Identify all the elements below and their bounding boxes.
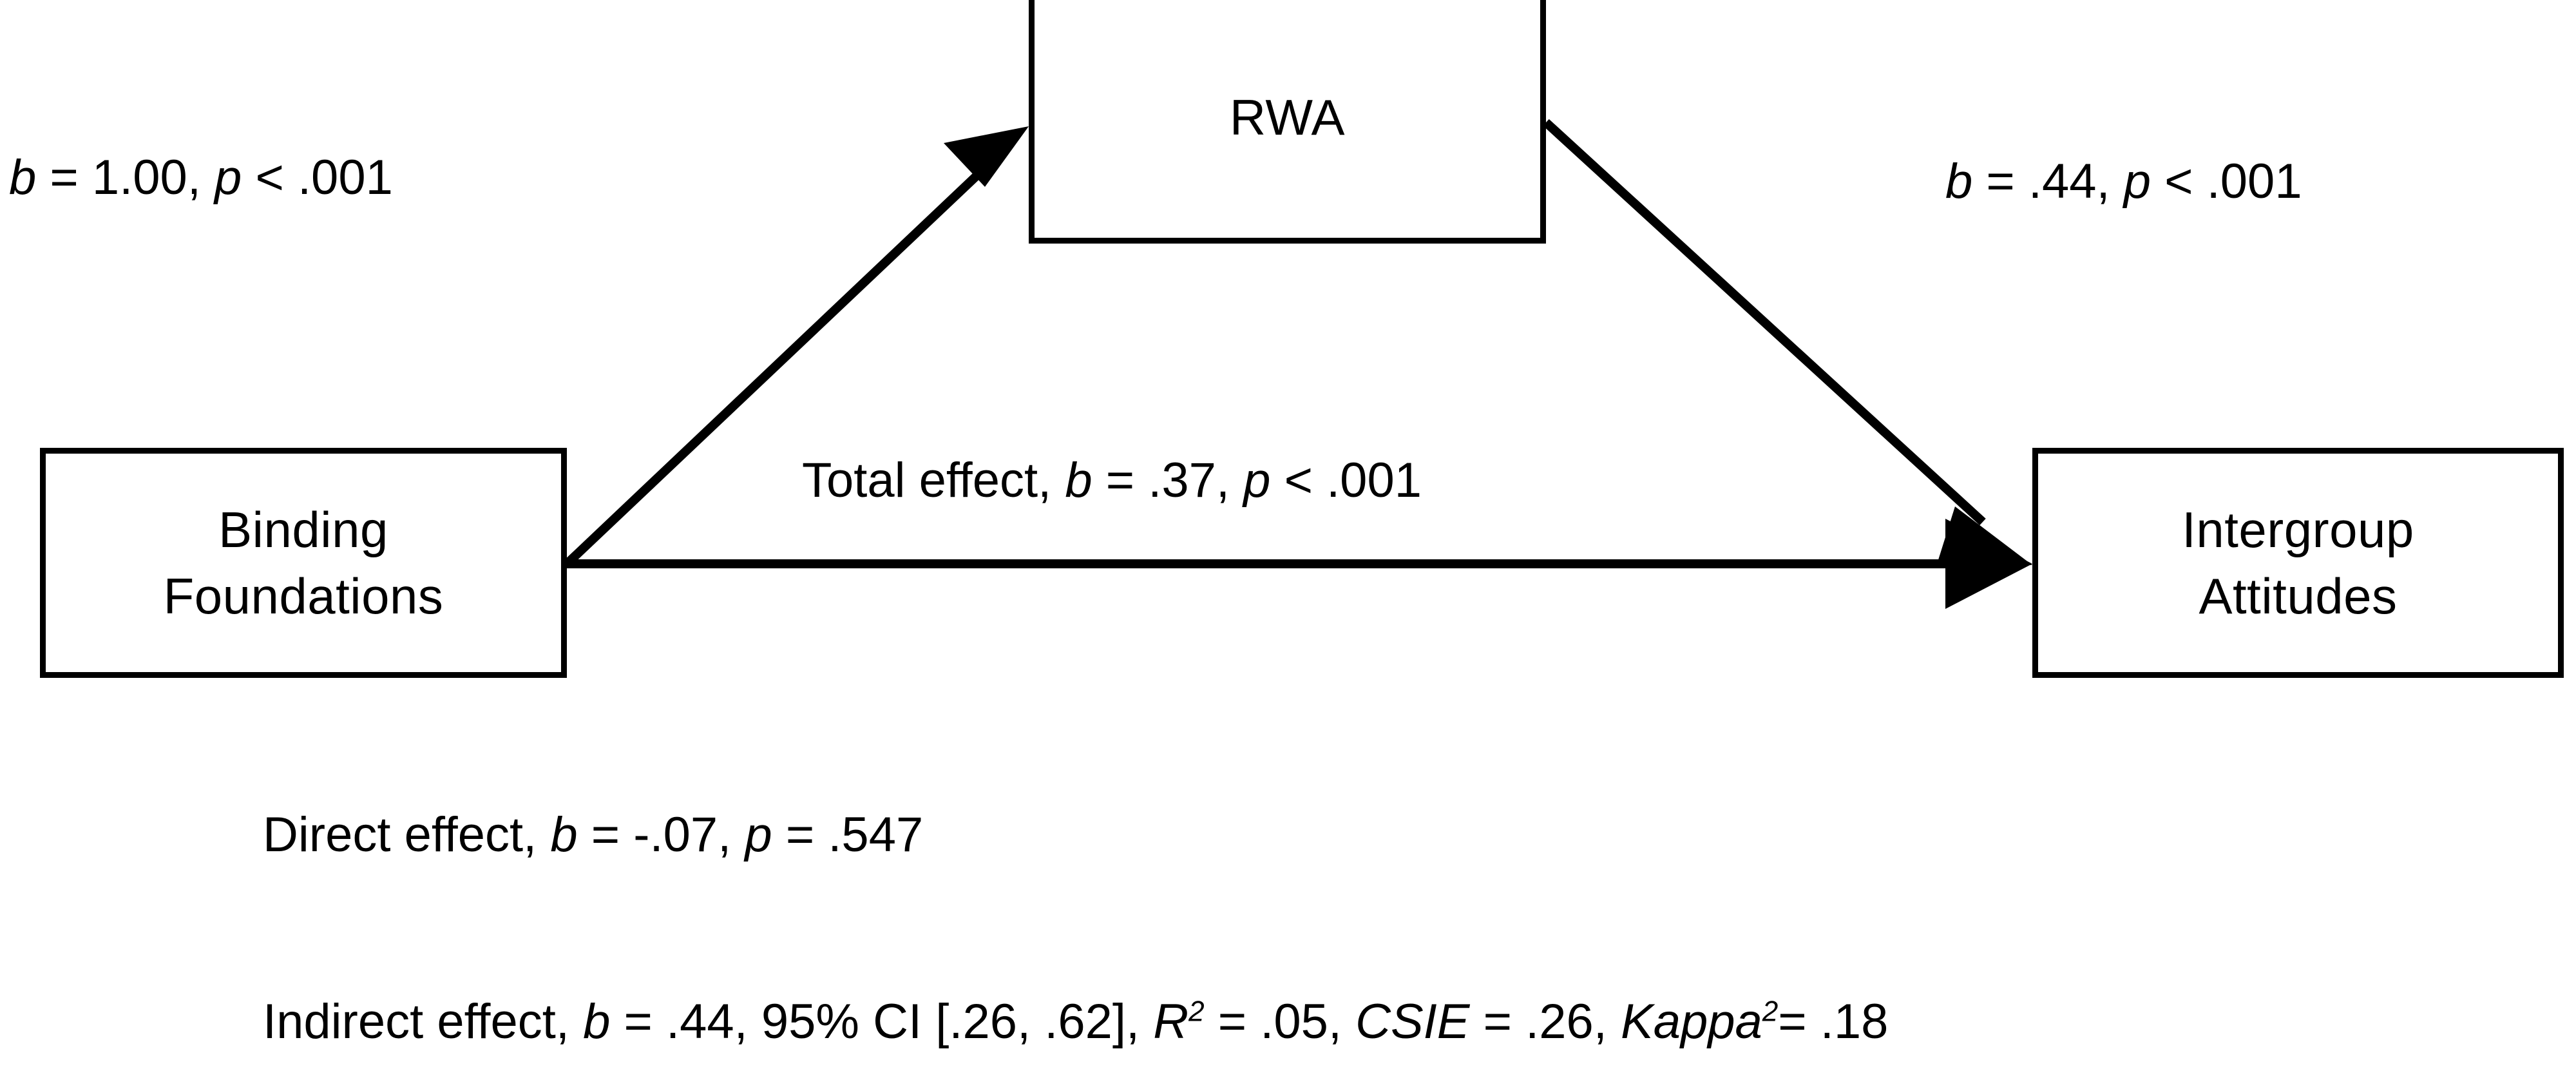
- total-effect-coef-text: = .37,: [1092, 453, 1244, 508]
- direct-effect-prefix: Direct effect,: [263, 807, 551, 862]
- direct-effect-coef-symbol: b: [550, 807, 578, 862]
- direct-effect-coef-text: = -.07,: [577, 807, 745, 862]
- b-path-coef-text: = .44,: [1972, 154, 2124, 209]
- total-effect-coef-symbol: b: [1065, 453, 1092, 508]
- total-effect-label: Total effect, b = .37, p < .001: [802, 451, 1422, 510]
- indirect-effect-prefix: Indirect effect,: [263, 994, 584, 1049]
- indirect-effect-csie-symbol: CSIE: [1355, 994, 1470, 1049]
- node-intergroup-attitudes: Intergroup Attitudes: [2032, 448, 2564, 678]
- indirect-effect-r2-superscript: 2: [1188, 996, 1205, 1028]
- direct-effect-p-text: = .547: [772, 807, 924, 862]
- a-path-coef-text: = 1.00,: [36, 150, 215, 205]
- b-path-p-text: < .001: [2151, 154, 2302, 209]
- node-intergroup-attitudes-label: Intergroup Attitudes: [2182, 501, 2414, 624]
- arrow-total-effect: [567, 519, 2032, 609]
- indirect-effect-r2-symbol: R: [1153, 994, 1189, 1049]
- b-path-p-symbol: p: [2123, 154, 2151, 209]
- a-path-p-symbol: p: [215, 150, 242, 205]
- direct-effect-p-symbol: p: [745, 807, 772, 862]
- indirect-effect-label: Indirect effect, b = .44, 95% CI [.26, .…: [263, 992, 1888, 1051]
- indirect-effect-coef-symbol: b: [583, 994, 611, 1049]
- node-rwa-label: RWA: [1229, 88, 1346, 146]
- arrow-a-path: [564, 126, 1029, 568]
- a-path-p-text: < .001: [242, 150, 393, 205]
- indirect-effect-r2-text: = .05,: [1204, 994, 1356, 1049]
- node-rwa: RWA: [1029, 0, 1546, 244]
- indirect-effect-csie-text: = .26,: [1469, 994, 1621, 1049]
- indirect-effect-kappa-symbol: Kappa: [1621, 994, 1762, 1049]
- total-effect-prefix: Total effect,: [802, 453, 1065, 508]
- total-effect-p-text: < .001: [1270, 453, 1422, 508]
- b-path-coef-symbol: b: [1945, 154, 1973, 209]
- node-binding-foundations-label: Binding Foundations: [163, 501, 444, 624]
- indirect-effect-kappa-text: = .18: [1778, 994, 1889, 1049]
- total-effect-p-symbol: p: [1243, 453, 1271, 508]
- a-path-coef-symbol: b: [9, 150, 37, 205]
- node-binding-foundations: Binding Foundations: [40, 448, 567, 678]
- b-path-label: b = .44, p < .001: [1945, 152, 2302, 211]
- indirect-effect-kappa-superscript: 2: [1762, 996, 1779, 1028]
- indirect-effect-coef-text: = .44, 95% CI [.26, .62],: [610, 994, 1154, 1049]
- a-path-label: b = 1.00, p < .001: [9, 148, 393, 207]
- direct-effect-label: Direct effect, b = -.07, p = .547: [263, 805, 923, 864]
